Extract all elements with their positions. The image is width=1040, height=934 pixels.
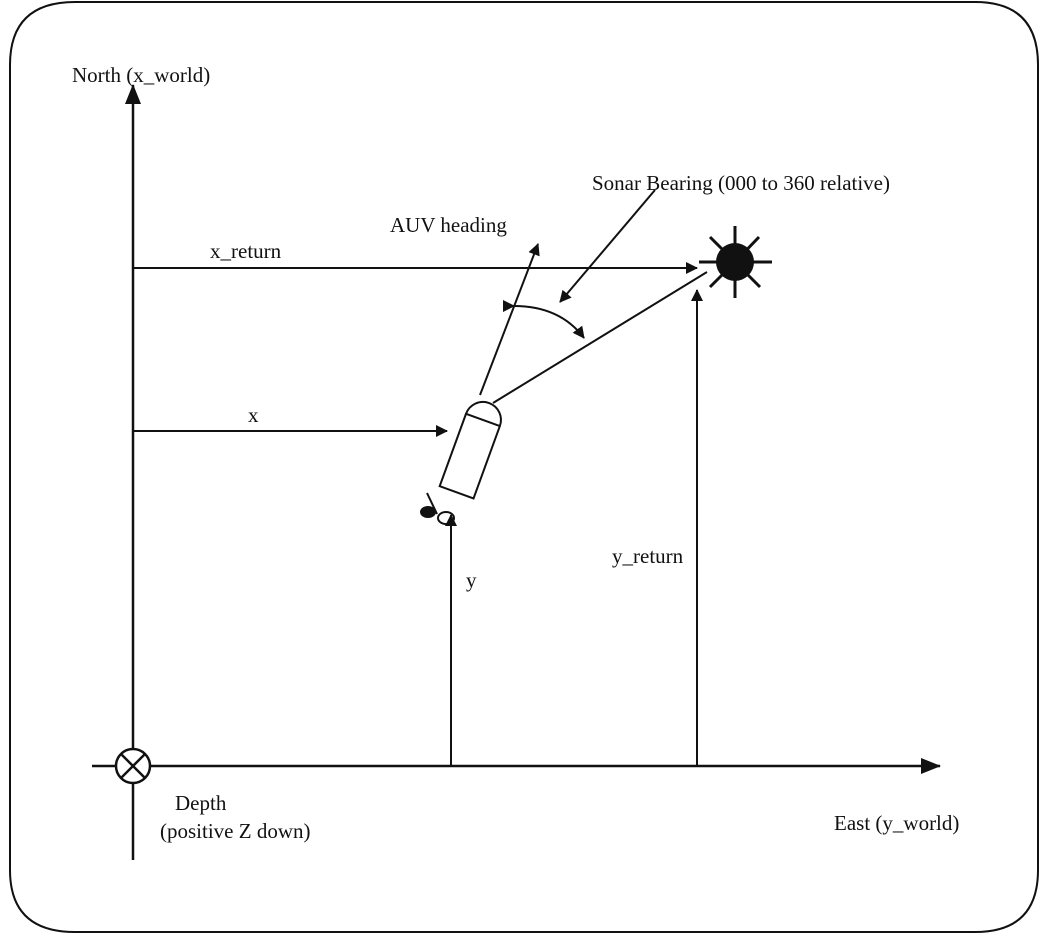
depth-label-sub: (positive Z down) bbox=[160, 819, 310, 843]
auv-heading-arrow bbox=[479, 243, 540, 396]
north-axis-label: North (x_world) bbox=[72, 63, 210, 87]
sonar-bearing-arc bbox=[502, 299, 585, 339]
y-label: y bbox=[466, 568, 477, 592]
propeller-icon bbox=[420, 492, 455, 525]
y-return-label: y_return bbox=[612, 544, 684, 568]
auv-vehicle-icon bbox=[438, 400, 502, 500]
depth-into-page-icon bbox=[114, 747, 152, 785]
auv-heading-label: AUV heading bbox=[390, 213, 507, 237]
x-return-label: x_return bbox=[210, 239, 282, 263]
x-label: x bbox=[248, 403, 259, 427]
sonar-target-icon bbox=[699, 226, 772, 298]
frame-border bbox=[9, 1, 1039, 933]
east-axis-label: East (y_world) bbox=[834, 811, 959, 835]
sonar-bearing-label: Sonar Bearing (000 to 360 relative) bbox=[592, 171, 890, 195]
depth-label: Depth bbox=[175, 791, 227, 815]
sonar-line bbox=[492, 271, 708, 404]
sonar-bearing-leader bbox=[559, 189, 656, 303]
